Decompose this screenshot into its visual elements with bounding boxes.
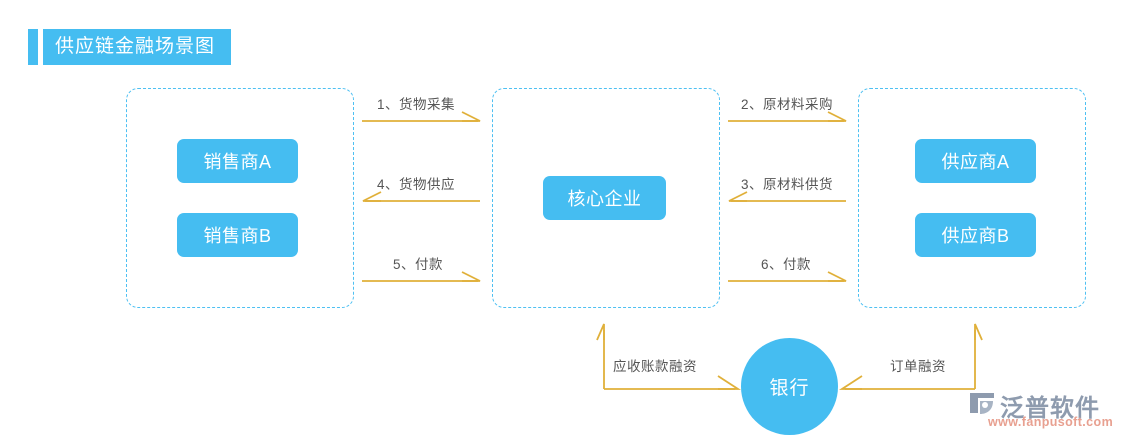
flow-label-3: 3、原材料供货 bbox=[741, 177, 834, 192]
page-title: 供应链金融场景图 bbox=[28, 29, 232, 65]
arrow-goods-collection bbox=[362, 111, 481, 122]
arrow-raw-material-purchase bbox=[728, 111, 847, 122]
chip-seller-a[interactable]: 销售商A bbox=[177, 139, 298, 183]
arrow-payment-right bbox=[728, 271, 847, 282]
fanpu-logo-mark bbox=[970, 393, 994, 414]
flow-label-2: 2、原材料采购 bbox=[741, 97, 834, 112]
company-logo: 泛普软件 www.fanpusoft.com bbox=[967, 388, 1117, 434]
chip-core-enterprise[interactable]: 核心企业 bbox=[543, 176, 666, 220]
flow-label-1: 1、货物采集 bbox=[377, 97, 456, 112]
chip-supplier-a[interactable]: 供应商A bbox=[915, 139, 1036, 183]
bank-link-label-order-finance: 订单融资 bbox=[890, 359, 946, 374]
title-gap bbox=[38, 29, 43, 65]
arrow-payment-left bbox=[362, 271, 481, 282]
arrow-goods-supply bbox=[362, 191, 480, 202]
flow-label-4: 4、货物供应 bbox=[377, 177, 456, 192]
chip-seller-b[interactable]: 销售商B bbox=[177, 213, 298, 257]
title-accent-bar bbox=[28, 29, 38, 65]
bank-link-label-receivables: 应收账款融资 bbox=[613, 359, 697, 374]
sellers-group-box bbox=[126, 88, 354, 308]
logo-url-text: www.fanpusoft.com bbox=[988, 415, 1114, 429]
suppliers-group-box bbox=[858, 88, 1086, 308]
bank-node[interactable]: 银行 bbox=[741, 338, 838, 435]
page-title-text: 供应链金融场景图 bbox=[43, 29, 232, 65]
logo-brand-text: 泛普软件 bbox=[1000, 395, 1100, 422]
core-enterprise-group-box bbox=[492, 88, 720, 308]
chip-supplier-b[interactable]: 供应商B bbox=[915, 213, 1036, 257]
flow-label-5: 5、付款 bbox=[393, 257, 444, 272]
arrow-raw-material-supply bbox=[728, 191, 846, 202]
flow-label-6: 6、付款 bbox=[761, 257, 812, 272]
